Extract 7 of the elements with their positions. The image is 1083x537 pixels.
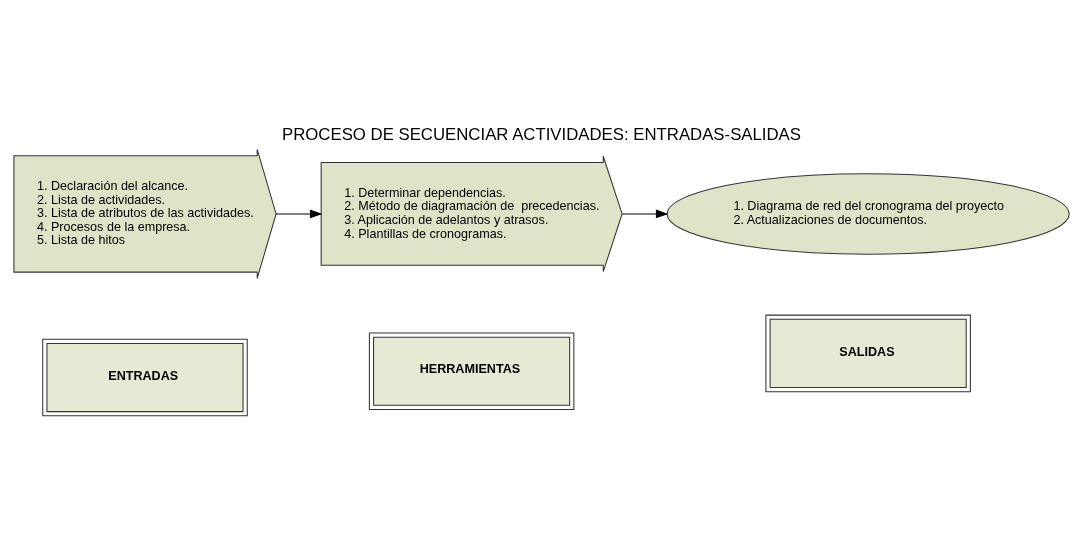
arrow (275, 209, 323, 218)
node-box: SALIDAS (765, 314, 971, 392)
diagram-title: PROCESO DE SECUENCIAR ACTIVIDADES: ENTRADAS-SALIDAS (282, 124, 801, 144)
node-box: ENTRADAS (42, 338, 248, 416)
arrow (621, 209, 669, 218)
node-box: HERRAMIENTAS (368, 331, 575, 410)
node-ellipse: 1. Diagrama de red del cronograma del proyecto 2. Actualizaciones de documentos. (666, 172, 1070, 255)
